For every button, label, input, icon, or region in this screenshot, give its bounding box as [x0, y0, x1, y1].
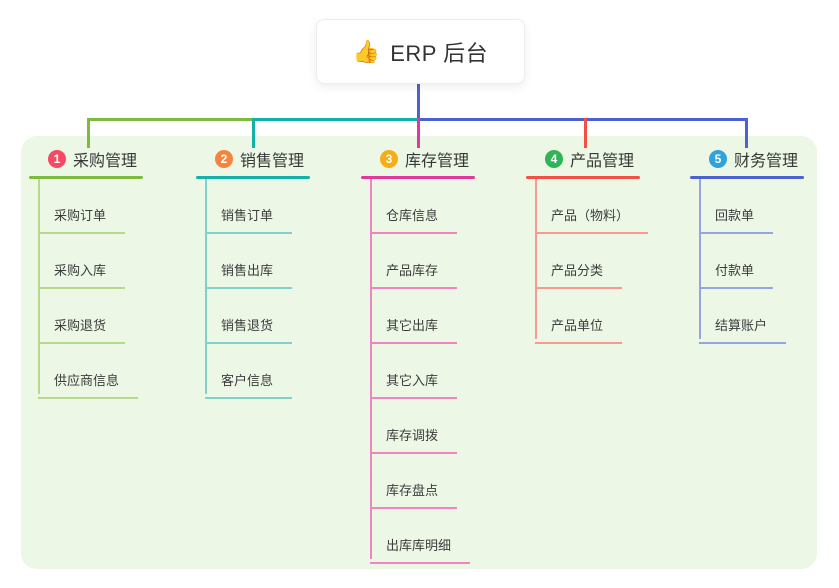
child-node-label[interactable]: 客户信息 — [205, 370, 293, 399]
branch-title-product[interactable]: 4 产品管理 — [526, 148, 640, 170]
branch-underline — [196, 176, 310, 179]
branch-title-label: 销售管理 — [240, 153, 305, 170]
child-node: 采购订单 — [38, 179, 143, 234]
child-node-label[interactable]: 产品库存 — [370, 260, 458, 289]
child-node-label[interactable]: 采购入库 — [38, 260, 126, 289]
child-node-label[interactable]: 供应商信息 — [38, 370, 139, 399]
branch-children-line — [699, 179, 701, 339]
child-node: 客户信息 — [205, 344, 310, 399]
connector-branch1-drop — [87, 118, 90, 148]
child-node-label[interactable]: 销售订单 — [205, 205, 293, 234]
branch-children: 仓库信息产品库存其它出库其它入库库存调拨库存盘点出库库明细 — [370, 179, 475, 564]
child-node-label[interactable]: 销售出库 — [205, 260, 293, 289]
branch-underline — [526, 176, 640, 179]
branch-children-line — [535, 179, 537, 339]
child-node: 其它入库 — [370, 344, 475, 399]
connector-branch5-rail — [417, 118, 748, 121]
child-node-label[interactable]: 销售退货 — [205, 315, 293, 344]
branch-children: 销售订单销售出库销售退货客户信息 — [205, 179, 310, 399]
child-node-label[interactable]: 出库库明细 — [370, 535, 471, 564]
connector-branch3-drop — [417, 118, 420, 148]
child-node: 库存盘点 — [370, 454, 475, 509]
branch-underline — [361, 176, 475, 179]
branch-product-management: 4 产品管理 产品（物料） 产品分类产品单位 — [526, 148, 649, 344]
connector-branch2-rail — [252, 118, 420, 121]
child-node-label[interactable]: 结算账户 — [699, 315, 787, 344]
child-node-label[interactable]: 采购退货 — [38, 315, 126, 344]
connector-branch4-drop — [584, 118, 587, 148]
child-node-label[interactable]: 产品单位 — [535, 315, 623, 344]
connector-root-stem — [417, 82, 420, 121]
child-node-label[interactable]: 产品（物料） — [535, 205, 649, 234]
branch-children: 采购订单采购入库采购退货供应商信息 — [38, 179, 143, 399]
child-node: 其它出库 — [370, 289, 475, 344]
branch-sales-management: 2 销售管理 销售订单销售出库销售退货客户信息 — [196, 148, 310, 399]
branch-children: 产品（物料） 产品分类产品单位 — [535, 179, 649, 344]
child-node-label[interactable]: 采购订单 — [38, 205, 126, 234]
child-node: 销售订单 — [205, 179, 310, 234]
child-node: 采购入库 — [38, 234, 143, 289]
branch-title-inventory[interactable]: 3 库存管理 — [361, 148, 475, 170]
branch-title-label: 财务管理 — [734, 153, 799, 170]
thumbs-up-icon: 👍 — [352, 38, 381, 64]
branch-underline — [690, 176, 804, 179]
child-node-label[interactable]: 其它入库 — [370, 370, 458, 399]
child-node-label[interactable]: 库存盘点 — [370, 480, 458, 509]
branch-purchase-management: 1 采购管理 采购订单采购入库采购退货供应商信息 — [29, 148, 143, 399]
branch-number-badge: 4 — [545, 150, 563, 168]
branch-children: 回款单付款单结算账户 — [699, 179, 804, 344]
child-node-label[interactable]: 产品分类 — [535, 260, 623, 289]
branch-title-finance[interactable]: 5 财务管理 — [690, 148, 804, 170]
child-node: 销售退货 — [205, 289, 310, 344]
child-node-label[interactable]: 库存调拨 — [370, 425, 458, 454]
child-node: 采购退货 — [38, 289, 143, 344]
child-node: 产品（物料） — [535, 179, 649, 234]
branches-background-panel — [21, 136, 817, 569]
branch-finance-management: 5 财务管理 回款单付款单结算账户 — [690, 148, 804, 344]
child-node: 付款单 — [699, 234, 804, 289]
branch-children-line — [370, 179, 372, 559]
connector-branch5-drop — [745, 118, 748, 148]
branch-number-badge: 1 — [48, 150, 66, 168]
child-node: 回款单 — [699, 179, 804, 234]
child-node-label[interactable]: 仓库信息 — [370, 205, 458, 234]
child-node: 出库库明细 — [370, 509, 475, 564]
child-node-label[interactable]: 付款单 — [699, 260, 774, 289]
branch-number-badge: 2 — [215, 150, 233, 168]
child-node: 库存调拨 — [370, 399, 475, 454]
branch-number-badge: 3 — [380, 150, 398, 168]
branch-children-line — [38, 179, 40, 394]
branch-title-label: 采购管理 — [73, 153, 138, 170]
connector-branch1-rail — [87, 118, 255, 121]
connector-branch2-drop — [252, 118, 255, 148]
child-node: 结算账户 — [699, 289, 804, 344]
child-node: 产品单位 — [535, 289, 640, 344]
child-node: 供应商信息 — [38, 344, 143, 399]
branch-number-badge: 5 — [709, 150, 727, 168]
branch-title-label: 产品管理 — [570, 153, 635, 170]
child-node-label[interactable]: 回款单 — [699, 205, 774, 234]
branch-inventory-management: 3 库存管理 仓库信息产品库存其它出库其它入库库存调拨库存盘点出库库明细 — [361, 148, 475, 564]
branch-title-label: 库存管理 — [405, 153, 470, 170]
branch-children-line — [205, 179, 207, 394]
child-node: 产品库存 — [370, 234, 475, 289]
branch-underline — [29, 176, 143, 179]
child-node: 销售出库 — [205, 234, 310, 289]
child-node-label[interactable]: 其它出库 — [370, 315, 458, 344]
root-node-label: ERP 后台 — [390, 40, 489, 66]
branch-title-sales[interactable]: 2 销售管理 — [196, 148, 310, 170]
branch-title-purchase[interactable]: 1 采购管理 — [29, 148, 143, 170]
child-node: 产品分类 — [535, 234, 640, 289]
child-node: 仓库信息 — [370, 179, 475, 234]
root-node-erp[interactable]: 👍 ERP 后台 — [316, 19, 525, 84]
